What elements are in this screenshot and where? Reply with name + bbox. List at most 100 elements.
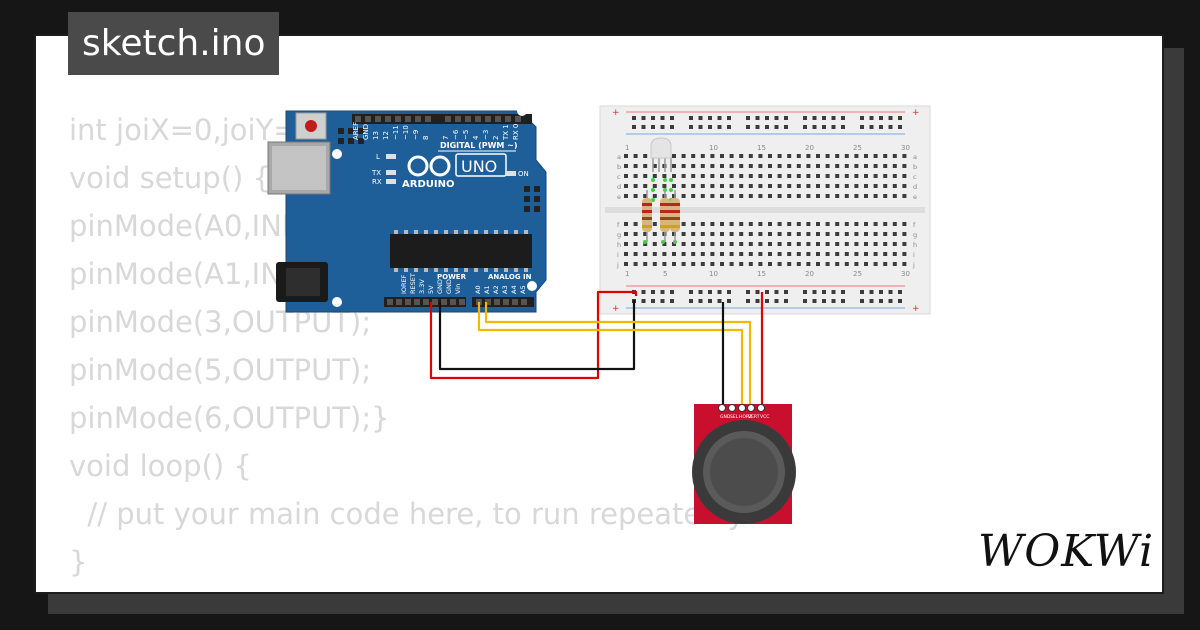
svg-text:d: d: [617, 183, 621, 191]
joystick-module[interactable]: GND SEL HORZ VERT VCC: [692, 404, 796, 524]
pin-label: ~10: [402, 125, 410, 140]
pin-label: ~3: [482, 130, 490, 140]
pin-label: 8: [422, 136, 430, 140]
rx-label: RX: [372, 178, 382, 186]
l-led: [386, 154, 396, 159]
atmega-chip: [390, 234, 532, 268]
wire-a1[interactable]: [484, 302, 752, 408]
joystick-pin-label: VCC: [760, 414, 769, 420]
svg-text:20: 20: [805, 270, 814, 278]
svg-text:f: f: [913, 221, 916, 229]
pin-label: TX 1: [502, 124, 510, 141]
wire-a0[interactable]: [477, 302, 744, 408]
svg-text:e: e: [913, 193, 917, 201]
rx-led: [386, 179, 396, 184]
joystick-pin-label: HORZ: [739, 414, 752, 420]
pin-label: 7: [442, 136, 450, 140]
resistor[interactable]: [642, 190, 652, 242]
wire-5v[interactable]: [429, 290, 638, 380]
board-model: UNO: [461, 157, 497, 176]
svg-text:+: +: [912, 108, 920, 118]
resistor[interactable]: [670, 190, 680, 242]
pin-label: RESET: [409, 273, 417, 294]
svg-text:+: +: [912, 304, 920, 314]
svg-text:+: +: [612, 108, 620, 118]
svg-text:b: b: [617, 163, 621, 171]
svg-text:g: g: [913, 231, 917, 239]
pin-label: A5: [519, 285, 527, 294]
pin-label: 13: [372, 131, 380, 140]
svg-text:d: d: [913, 183, 917, 191]
pin-label: GND: [445, 279, 453, 294]
svg-text:h: h: [617, 241, 621, 249]
mount-hole: [332, 297, 342, 307]
pin-label: A3: [501, 285, 509, 294]
breadboard[interactable]: + + + + 1 5 10 15 20 25 30 1 5 10 15 20 …: [599, 105, 931, 315]
pin-label: 12: [382, 131, 390, 140]
pin-label: ~9: [412, 130, 420, 140]
svg-text:j: j: [912, 261, 915, 269]
code-line: void setup() {: [69, 161, 271, 195]
code-line: void loop() {: [69, 449, 252, 483]
svg-text:15: 15: [757, 270, 766, 278]
arduino-logo-icon: [407, 155, 451, 177]
mount-hole: [517, 106, 527, 116]
svg-text:f: f: [617, 221, 620, 229]
breadboard-holes: [624, 116, 907, 303]
code-line: pinMode(6,OUTPUT);}: [69, 401, 390, 435]
svg-text:e: e: [617, 193, 621, 201]
joystick-pin-label: VERT: [748, 414, 760, 420]
pin-label: GND: [436, 279, 444, 294]
pin-label: 3.3V: [418, 279, 426, 294]
pin-label: RX 0: [512, 124, 520, 140]
on-label: ON: [518, 170, 529, 178]
on-led: [506, 171, 516, 176]
wokwi-logo: WOKWi: [978, 526, 1155, 577]
pin-label: AREF: [352, 122, 360, 140]
icsp-header-right: [524, 186, 540, 212]
svg-text:5: 5: [663, 270, 667, 278]
svg-text:j: j: [616, 261, 619, 269]
svg-text:+: +: [612, 304, 620, 314]
pin-label: A2: [492, 285, 500, 294]
pin-label: 4: [472, 135, 480, 140]
resistor[interactable]: [660, 190, 670, 242]
pin-label: ~6: [452, 129, 460, 140]
svg-text:25: 25: [853, 144, 862, 152]
svg-text:20: 20: [805, 144, 814, 152]
pin-label: Vin: [454, 284, 462, 294]
svg-text:c: c: [617, 173, 621, 181]
svg-text:10: 10: [709, 270, 718, 278]
pin-label: 2: [492, 136, 500, 140]
svg-text:1: 1: [625, 270, 629, 278]
wires: [429, 290, 764, 408]
code-line: }: [69, 545, 88, 579]
sketch-title-tab[interactable]: sketch.ino: [68, 12, 280, 75]
pin-label: 5V: [427, 285, 435, 294]
pin-label: A4: [510, 285, 518, 294]
wire-gnd[interactable]: [438, 300, 636, 371]
joystick-pin-label: GND: [720, 414, 731, 420]
code-line: pinMode(5,OUTPUT);: [69, 353, 372, 387]
svg-text:c: c: [913, 173, 917, 181]
tx-led: [386, 170, 396, 175]
digital-header: [352, 114, 532, 124]
arduino-uno-board[interactable]: AREF GND 13 12 ~11 ~10 ~9 8 7 ~6 ~5 4 ~3…: [267, 106, 547, 313]
svg-text:b: b: [913, 163, 917, 171]
svg-text:i: i: [617, 251, 619, 259]
l-label: L: [376, 153, 380, 161]
power-label: POWER: [437, 273, 467, 281]
pin-label: IOREF: [400, 274, 408, 294]
joystick-pin-label: SEL: [730, 414, 739, 420]
pin-label: ~5: [462, 130, 470, 140]
pin-label: GND: [362, 124, 370, 140]
svg-text:30: 30: [901, 144, 910, 152]
rgb-led[interactable]: [650, 137, 672, 172]
digital-label: DIGITAL (PWM ~): [440, 141, 518, 150]
svg-text:a: a: [617, 153, 621, 161]
svg-text:15: 15: [757, 144, 766, 152]
tx-label: TX: [371, 169, 381, 177]
pin-label: A0: [474, 285, 482, 294]
svg-text:h: h: [913, 241, 917, 249]
